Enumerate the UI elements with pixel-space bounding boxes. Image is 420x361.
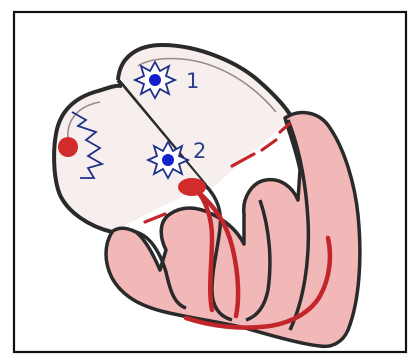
sa-node-dot xyxy=(58,137,78,157)
focus2-label: 2 xyxy=(193,139,206,163)
starburst-icon xyxy=(135,62,175,98)
focus2-dot xyxy=(162,154,174,166)
focus1-dot xyxy=(149,74,161,86)
focus1-label: 1 xyxy=(186,69,199,93)
starburst-icon xyxy=(148,142,188,178)
av-node-dot xyxy=(178,178,206,196)
